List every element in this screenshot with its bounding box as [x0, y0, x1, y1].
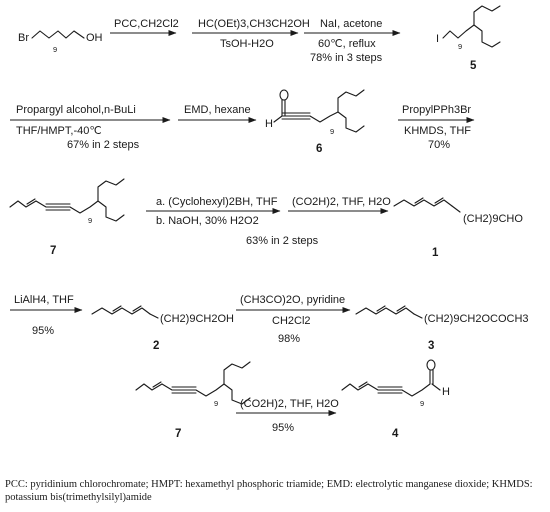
compound-1-structure: (CH2)9CHO [393, 197, 523, 225]
compound-5-label: 5 [470, 60, 477, 72]
compound-7-structure-repeat: 9 [135, 361, 251, 408]
aldehyde-h-label: H [442, 386, 450, 398]
compound-7-structure: 9 [9, 178, 125, 225]
reagent-3-top: NaI, acetone [320, 18, 382, 30]
compound-1-label: 1 [432, 247, 439, 259]
reagent-11-top: (CO2H)2, THF, H2O [240, 398, 339, 410]
reagent-6-bottom: KHMDS, THF [404, 125, 471, 137]
reagent-3-bottom: 60℃, reflux [318, 38, 376, 50]
compound-7-repeat-label: 7 [175, 428, 181, 440]
aldehyde-h-label: H [265, 118, 273, 130]
chain-label-acetate: (CH2)9CH2OCOCH3 [424, 313, 529, 325]
repeat-9-label: 9 [420, 399, 424, 408]
repeat-9-label: 9 [53, 45, 57, 54]
iodo-label: I [436, 33, 439, 45]
reagent-4-bottom: THF/HMPT,-40℃ [16, 125, 102, 137]
compound-6-label: 6 [316, 143, 322, 155]
br-label: Br [18, 32, 29, 44]
compound-2-label: 2 [153, 340, 159, 352]
repeat-9-label: 9 [330, 127, 334, 136]
compound-2-structure: (CH2)9CH2OH [91, 305, 234, 325]
reagent-10-bottom: CH2Cl2 [272, 315, 311, 327]
oh-label: OH [86, 32, 103, 44]
repeat-9-label: 9 [214, 399, 218, 408]
reagent-3-yield: 78% in 3 steps [310, 52, 383, 64]
reagent-4-top: Propargyl alcohol,n-BuLi [16, 104, 136, 116]
compound-7-label: 7 [50, 245, 56, 257]
reagent-8-top: (CO2H)2, THF, H2O [292, 196, 391, 208]
reagent-10-top: (CH3CO)2O, pyridine [240, 294, 345, 306]
reagent-5-top: EMD, hexane [184, 104, 251, 116]
repeat-9-label: 9 [88, 216, 92, 225]
compound-4-structure: 9 H [341, 359, 450, 408]
compound-6-structure: H 9 [265, 89, 365, 136]
reagent-6-yield: 70% [428, 139, 450, 151]
reagent-9-yield: 95% [32, 325, 54, 337]
compound-3-label: 3 [428, 340, 434, 352]
repeat-9-label: 9 [458, 42, 462, 51]
reagent-1-top: PCC,CH2Cl2 [114, 18, 179, 30]
compound-5-structure: I 9 [436, 5, 501, 51]
chain-label-cho: (CH2)9CHO [463, 213, 523, 225]
bromo-alcohol-structure: Br 9 OH [18, 30, 103, 54]
reagent-7-8-yield: 63% in 2 steps [246, 235, 319, 247]
reagent-2-bottom: TsOH-H2O [220, 38, 274, 50]
reagent-10-yield: 98% [278, 333, 300, 345]
reagent-4-yield: 67% in 2 steps [67, 139, 140, 151]
compound-3-structure: (CH2)9CH2OCOCH3 [355, 305, 529, 325]
reagent-7-a: a. (Cyclohexyl)2BH, THF [156, 196, 278, 208]
footnote: PCC: pyridinium chlorochromate; HMPT: he… [5, 479, 533, 503]
reagent-7-b: b. NaOH, 30% H2O2 [156, 215, 259, 227]
reagent-11-yield: 95% [272, 422, 294, 434]
chain-label-oh: (CH2)9CH2OH [160, 313, 234, 325]
compound-4-label: 4 [392, 428, 399, 440]
reagent-9-top: LiAlH4, THF [14, 294, 74, 306]
reagent-6-top: PropylPPh3Br [402, 104, 471, 116]
reagent-2-top: HC(OEt)3,CH3CH2OH [198, 18, 310, 30]
